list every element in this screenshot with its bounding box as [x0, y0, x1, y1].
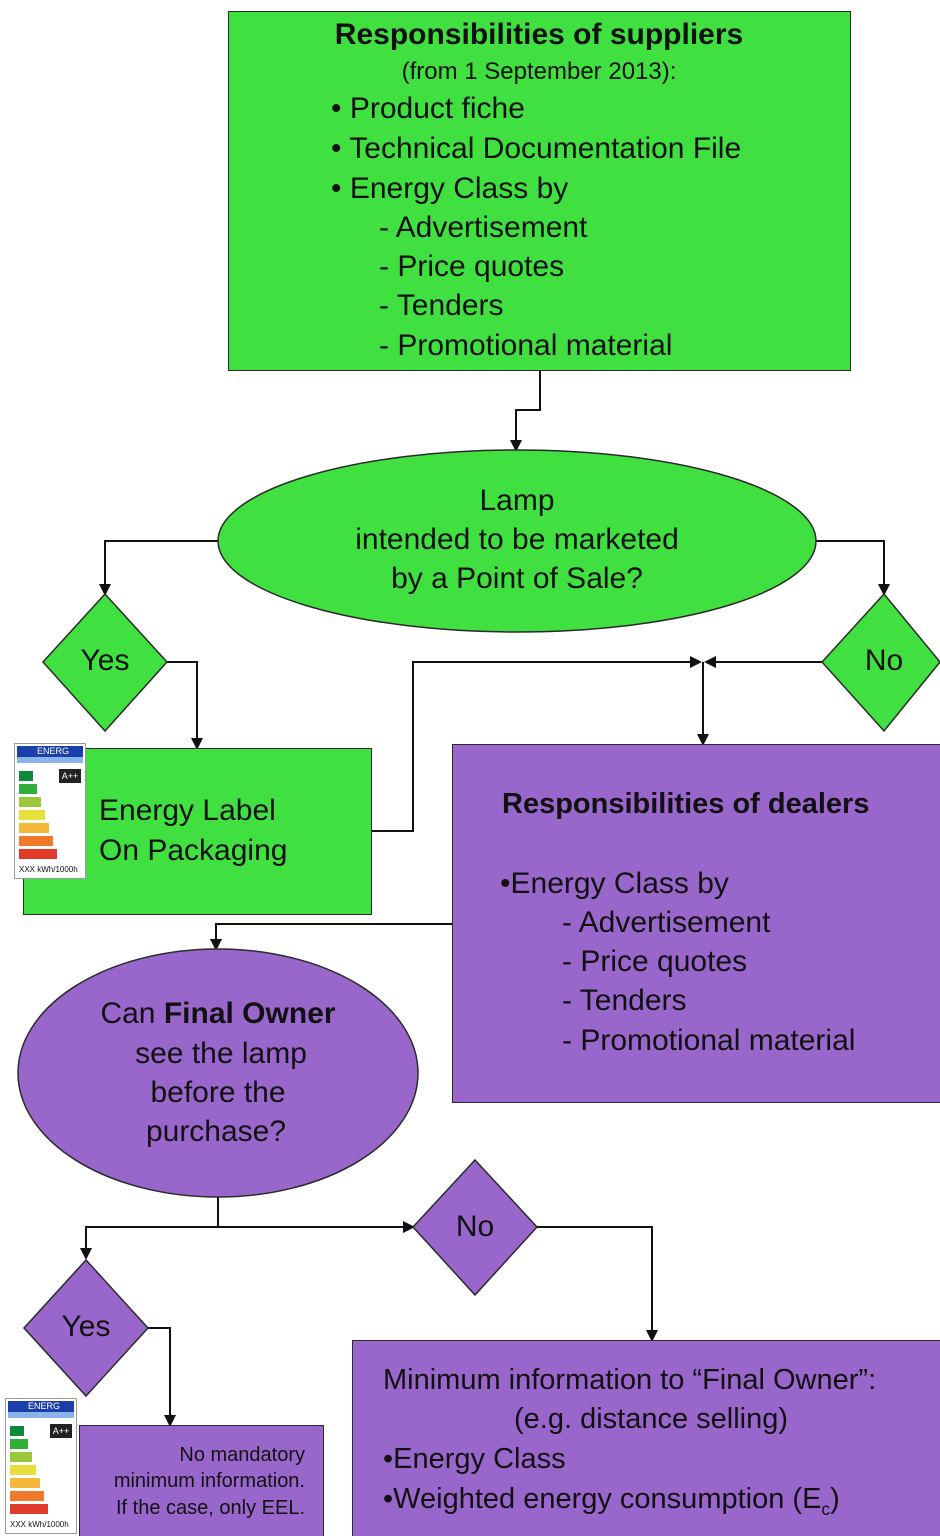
energy-bar-7 [19, 849, 57, 859]
minimum-info-line4-text: •Weighted energy consumption (E [383, 1483, 822, 1515]
minimum-info-line1: Minimum information to “Final Owner”: [383, 1364, 877, 1396]
no2-diamond [411, 1158, 539, 1297]
energy-bar-4 [19, 810, 45, 820]
energy-label-header: ENERG [37, 746, 70, 756]
owner-question-line2: see the lamp [135, 1037, 307, 1070]
energy-label-footer-2: XXX kWh/1000h [10, 1520, 69, 1529]
dealers-bullet: •Energy Class by [500, 867, 729, 900]
energy-label-line1: Energy Label [99, 794, 276, 827]
dealers-sub-2: - Price quotes [562, 945, 748, 978]
suppliers-bullet-2: • Technical Documentation File [331, 132, 742, 165]
no-mandatory-box [79, 1425, 324, 1536]
minimum-info-sub: c [821, 1498, 831, 1519]
suppliers-date: (from 1 September 2013): [401, 58, 677, 85]
energy-label-badge: A++ [59, 769, 81, 783]
yes2-label: Yes [61, 1310, 111, 1343]
no-mandatory-line3: If the case, only EEL. [116, 1497, 305, 1519]
minimum-info-line2: (e.g. distance selling) [513, 1403, 789, 1435]
energy-bar-2-2 [10, 1439, 28, 1449]
minimum-info-line4: •Weighted energy consumption (Ec) [383, 1483, 840, 1520]
dealers-sub-4: - Promotional material [562, 1024, 856, 1057]
suppliers-bullet-1: • Product fiche [331, 92, 525, 125]
eu-flag-icon [17, 746, 83, 757]
energy-bar-1 [19, 771, 33, 781]
pos-question-line1: Lamp [479, 484, 555, 517]
minimum-info-close: ) [830, 1483, 840, 1515]
pos-question-line2: intended to be marketed [355, 523, 679, 556]
dealers-box [452, 744, 940, 1103]
no-mandatory-line2: minimum information. [113, 1470, 305, 1492]
owner-question-bold: Final Owner [163, 997, 336, 1030]
suppliers-bullet-3: • Energy Class by [331, 172, 569, 205]
no1-label: No [864, 644, 904, 677]
yes1-diamond [41, 592, 169, 733]
energy-bar-2-7 [10, 1504, 48, 1514]
minimum-info-line3: •Energy Class [383, 1443, 566, 1475]
minimum-info-box [352, 1340, 940, 1536]
energy-label-line2: On Packaging [99, 834, 288, 867]
dealers-sub-3: - Tenders [562, 984, 687, 1017]
no2-label: No [455, 1210, 495, 1243]
eu-flag-icon-2 [8, 1401, 74, 1412]
owner-question-ellipse [17, 948, 419, 1198]
suppliers-sub-1: - Advertisement [379, 211, 588, 244]
suppliers-box [228, 11, 851, 371]
suppliers-title: Responsibilities of suppliers [334, 18, 744, 51]
energy-bar-2 [19, 784, 37, 794]
suppliers-sub-3: - Tenders [379, 289, 504, 322]
energy-bar-2-4 [10, 1465, 36, 1475]
no-mandatory-line1: No mandatory [179, 1444, 305, 1466]
energy-bar-2-5 [10, 1478, 40, 1488]
suppliers-sub-4: - Promotional material [379, 329, 673, 362]
energy-bar-6 [19, 836, 53, 846]
owner-question-line1: Can Final Owner [100, 997, 335, 1031]
owner-question-prefix: Can [100, 997, 164, 1030]
yes1-label: Yes [80, 644, 130, 677]
owner-question-line3: before the [150, 1076, 286, 1109]
no1-diamond [820, 592, 940, 733]
suppliers-sub-2: - Price quotes [379, 250, 565, 283]
energy-label-icon-2: ENERG A++ XXX kWh/1000h [5, 1398, 77, 1534]
energy-bar-2-6 [10, 1491, 44, 1501]
energy-bar-3 [19, 797, 41, 807]
energy-bar-2-3 [10, 1452, 32, 1462]
dealers-title: Responsibilities of dealers [502, 788, 870, 820]
pos-question-ellipse [217, 449, 817, 633]
energy-label-footer: XXX kWh/1000h [19, 865, 78, 874]
energy-label-header-2: ENERG [28, 1401, 61, 1411]
pos-question-line3: by a Point of Sale? [391, 562, 643, 595]
energy-label-badge-2: A++ [50, 1424, 72, 1438]
yes2-diamond [22, 1258, 150, 1398]
energy-label-icon: ENERG A++ XXX kWh/1000h [14, 743, 86, 879]
owner-question-line4: purchase? [145, 1115, 287, 1148]
energy-bar-2-1 [10, 1426, 24, 1436]
dealers-sub-1: - Advertisement [562, 906, 771, 939]
energy-bar-5 [19, 823, 49, 833]
